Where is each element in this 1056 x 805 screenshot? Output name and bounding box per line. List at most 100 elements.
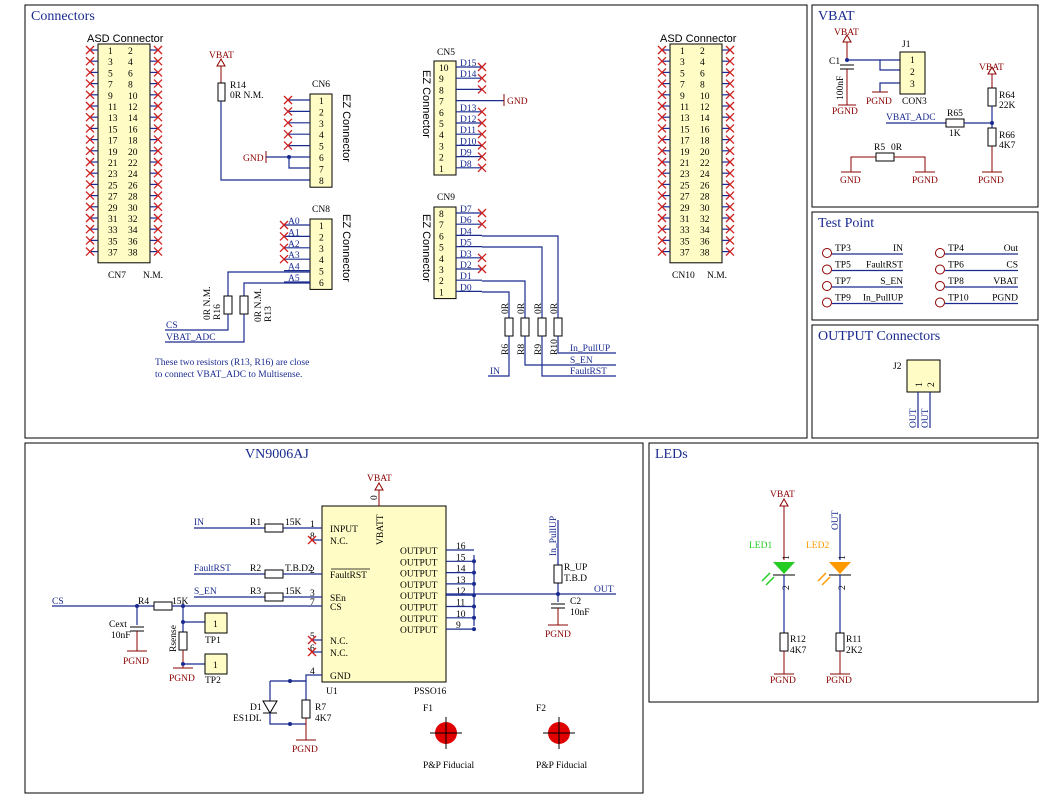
asd-pin-label: 5 [680,69,685,79]
asd-pin-label: 26 [700,181,710,191]
note-line-1: These two resistors (R13, R16) are close [155,357,309,368]
ez-pin-label: 10 [439,64,449,74]
no-connect-icon [85,67,95,77]
ez-net-label: D4 [460,227,472,237]
r8-ref: R8 [517,344,527,355]
no-connect-icon [85,168,95,178]
asd-pin-label: 3 [108,58,113,68]
asd-pin-label: 23 [680,170,690,180]
s-en-net-u: S_EN [194,587,217,597]
no-connect-icon [279,220,289,230]
no-connect-icon [283,141,293,151]
asd-pin-label: 32 [128,215,138,225]
ez-pin-label: 4 [439,131,444,141]
ez-pin-label: 1 [319,222,324,232]
no-connect-icon [725,101,735,111]
ez-pin-label: 3 [319,120,324,130]
r7-ref: R7 [315,703,326,713]
cn5-gnd-label: GND [507,97,528,107]
pgnd-c2-label: PGND [545,630,571,640]
chip-input-pin: 7 [310,598,315,608]
c2-ref: C2 [570,597,581,607]
no-connect-icon [153,123,163,133]
c1-ref: C1 [829,57,840,67]
ez-pin-label: 6 [439,109,444,119]
r64-ref: R64 [999,91,1015,101]
r13-ref: R13 [264,306,274,322]
no-connect-icon [153,45,163,55]
ez-pin-label: 4 [319,256,324,266]
ez-pin-label: 3 [439,142,444,152]
ez-pin-label: 4 [439,255,444,265]
no-connect-icon [85,112,95,122]
led2-pin-1: 1 [838,555,848,560]
no-connect-icon [477,118,487,128]
asd-pin-label: 8 [128,81,133,91]
cn7-ref: CN7 [108,271,126,281]
con3-label: CON3 [902,97,927,107]
ez-net-label: A1 [288,228,300,238]
d1-val: ES1DL [233,714,262,724]
no-connect-icon [477,107,487,117]
no-connect-icon [657,123,667,133]
ez-pin-label: 4 [319,131,324,141]
r3-val: 15K [285,587,302,597]
no-connect-icon [725,112,735,122]
no-connect-icon [85,101,95,111]
asd-pin-label: 3 [680,58,685,68]
asd-pin-label: 18 [128,137,138,147]
ez-body [433,60,457,176]
no-connect-icon [153,90,163,100]
r11-val: 2K2 [846,646,863,656]
cn6-gnd: GND [243,151,310,169]
chip-input-label: INPUT [330,525,358,535]
asd-pin-label: 7 [680,81,685,91]
cn10-ref: CN10 [672,271,695,281]
cext-ref: Cext [109,620,127,630]
asd-pin-label: 2 [700,47,705,57]
ez-pin-label: 3 [439,266,444,276]
ez-net-label: D5 [460,239,472,249]
r66-ref: R66 [999,131,1015,141]
r64-val: 22K [999,101,1016,111]
r65-val: 1K [949,129,961,139]
chip-output-label: OUTPUT [400,547,438,557]
r11-ref: R11 [846,635,862,645]
ez-pin-label: 1 [319,97,324,107]
no-connect-icon [153,235,163,245]
vbat-adc-label: VBAT_ADC [886,113,936,123]
asd-pin-label: 28 [128,193,138,203]
ez-pin-label: 2 [439,154,444,164]
no-connect-icon [725,191,735,201]
r14-ref: R14 [230,81,246,91]
asd-pin-label: 28 [700,193,710,203]
rsense-label: Rsense [169,625,179,652]
output-connectors-title: OUTPUT Connectors [818,329,940,344]
r64-vbat-label: VBAT [979,63,1004,73]
no-connect-icon [725,90,735,100]
no-connect-icon [85,157,95,167]
ez-pin-label: 3 [319,245,324,255]
led2-out-net: OUT [831,510,841,530]
no-connect-icon [725,135,735,145]
no-connect-icon [657,168,667,178]
ez-pin-label: 7 [319,165,324,175]
r4-ref: R4 [138,597,149,607]
led-circuit: VBAT LED1 1 2 R12 4K7 PGND OUT LED2 1 2 … [749,490,863,686]
r-up-ref: R_UP [564,563,587,573]
no-connect-icon [725,79,735,89]
asd-pin-label: 25 [108,181,118,191]
asd-pin-label: 1 [108,47,113,57]
no-connect-icon [477,62,487,72]
chip-output-pin: 16 [456,542,466,552]
asd-pin-label: 7 [108,81,113,91]
no-connect-icon [477,208,487,218]
asd-pin-label: 9 [680,92,685,102]
c1-val: 100nF [836,76,846,100]
asd-pin-label: 14 [128,114,138,124]
no-connect-icon [85,90,95,100]
asd-pin-label: 6 [128,69,133,79]
ez-pin-label: 8 [439,86,444,96]
cs-net: CS [166,321,178,331]
